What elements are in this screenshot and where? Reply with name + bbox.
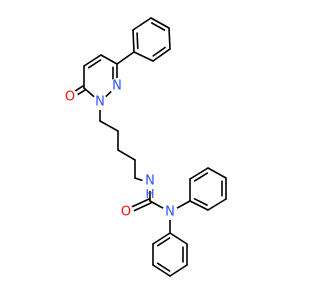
atom-label-nitrogen-2: N <box>112 79 122 94</box>
bond-ad-ae <box>207 167 227 179</box>
bond-pb-pc <box>152 48 171 62</box>
atom-o2: O <box>118 204 134 220</box>
bond-aa-ab <box>189 200 209 211</box>
atom-label-nitrogen-3: N <box>165 205 175 220</box>
bond-pf-pa-inner <box>136 32 139 50</box>
atom-label-nitrogen-1: N <box>95 95 105 110</box>
bond-pa-pb <box>133 51 154 62</box>
bond-c5-c4 <box>83 54 102 67</box>
atom-label-nitrogen-amide: N <box>145 174 155 189</box>
bond-cu-o2-a <box>129 198 150 209</box>
bond-aa-ab-inner <box>193 198 208 206</box>
bond-bd-be <box>169 264 188 277</box>
bond-ba-bb-inner <box>156 237 171 247</box>
bond-k1-k2 <box>99 120 119 132</box>
bond-bc-bd-inner <box>156 262 171 272</box>
bond-ba-bb <box>152 232 171 245</box>
bond-n3-aa <box>174 200 191 210</box>
atom-label-oxygen-2: O <box>121 205 131 220</box>
atom-label-oxygen-1: O <box>65 90 75 105</box>
bond-c6-o1-b <box>75 89 86 97</box>
bond-bf-ba <box>169 232 188 245</box>
atom-n1: N <box>92 94 108 110</box>
atom-n3: N <box>162 204 178 220</box>
atom-labels: O N N N H O N <box>62 78 178 220</box>
bond-k3-k4 <box>117 149 136 161</box>
atom-n2: N <box>109 78 125 94</box>
bonds <box>73 17 227 277</box>
bond-pd-pe <box>150 17 170 29</box>
bond-pb-pc-inner <box>152 46 166 57</box>
bond-pe-pf <box>132 17 152 31</box>
bond-ae-af <box>189 167 209 180</box>
bond-cu-n3 <box>149 200 166 210</box>
bond-c5-c4-inner <box>87 59 102 69</box>
bond-c4-c3 <box>100 54 118 65</box>
bond-ae-af-inner <box>194 172 209 182</box>
atom-label-hydrogen: H <box>145 187 154 201</box>
bond-pc-pd <box>168 27 171 50</box>
bond-c6-o1-a <box>73 85 84 93</box>
structure-diagram: O N N N H O N <box>62 17 227 277</box>
atom-nh: N H <box>142 174 158 201</box>
atom-o1: O <box>62 89 78 105</box>
bond-cu-o2-b <box>131 202 152 213</box>
bond-pf-pa <box>132 29 135 53</box>
bond-c3-pa <box>116 51 135 65</box>
bond-pd-pe-inner <box>151 22 166 31</box>
bond-bc-bd <box>152 264 171 277</box>
bond-ab-ac <box>207 198 227 211</box>
